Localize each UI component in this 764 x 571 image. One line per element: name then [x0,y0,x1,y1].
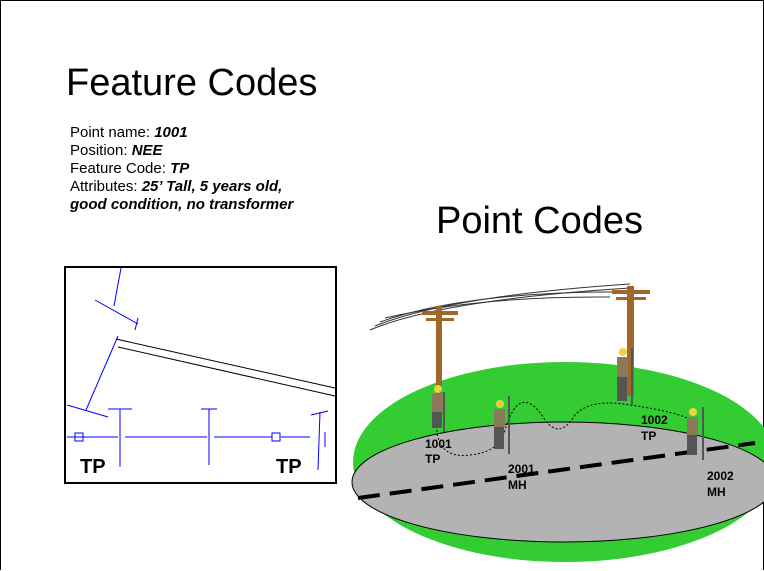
position-row: Position: NEE [70,142,293,160]
point-name-value: 1001 [154,124,188,141]
attributes-row-2: good condition, no transformer [70,196,293,214]
point-2002-code: MH [707,485,726,499]
slide-subtitle: Point Codes [436,200,644,242]
attributes-row: Attributes: 25’ Tall, 5 years old, [70,178,293,196]
point-2002-number: 2002 [707,469,734,483]
point-2001-code: MH [508,478,527,492]
attributes-value-line1: 25’ Tall, 5 years old, [141,178,283,195]
point-name-label: Point name: [70,124,155,141]
point-2001-number: 2001 [508,462,535,476]
point-1002-number: 1002 [641,413,668,427]
plan-view-border [64,266,337,484]
power-lines [369,283,641,331]
plan-road-edges [115,338,336,397]
surveyor-3 [617,348,633,405]
position-value: NEE [131,142,163,159]
point-1001-code: TP [425,452,440,466]
surveyor-4 [687,407,704,460]
feature-code-row: Feature Code: TP [70,160,293,178]
plan-tp-label-right: TP [276,456,302,478]
plan-linework [66,267,329,471]
utility-pole-1 [422,306,458,406]
point-1002-code: TP [641,429,656,443]
point-info: Point name: 1001 Position: NEE Feature C… [70,124,293,214]
plan-tp-label-left: TP [80,456,106,478]
survey-path [436,401,696,456]
surveyor-1 [432,385,445,432]
surveyor-2 [494,396,510,454]
attributes-value-line2: good condition, no transformer [70,196,294,213]
utility-pole-2 [612,286,650,396]
feature-code-value: TP [170,160,190,177]
point-1001-number: 1001 [425,437,452,451]
feature-code-label: Feature Code: [70,160,171,177]
road-area [351,421,764,543]
point-name-row: Point name: 1001 [70,124,293,142]
attributes-label: Attributes: [70,178,142,195]
slide-title: Feature Codes [66,62,318,104]
position-label: Position: [70,142,132,159]
